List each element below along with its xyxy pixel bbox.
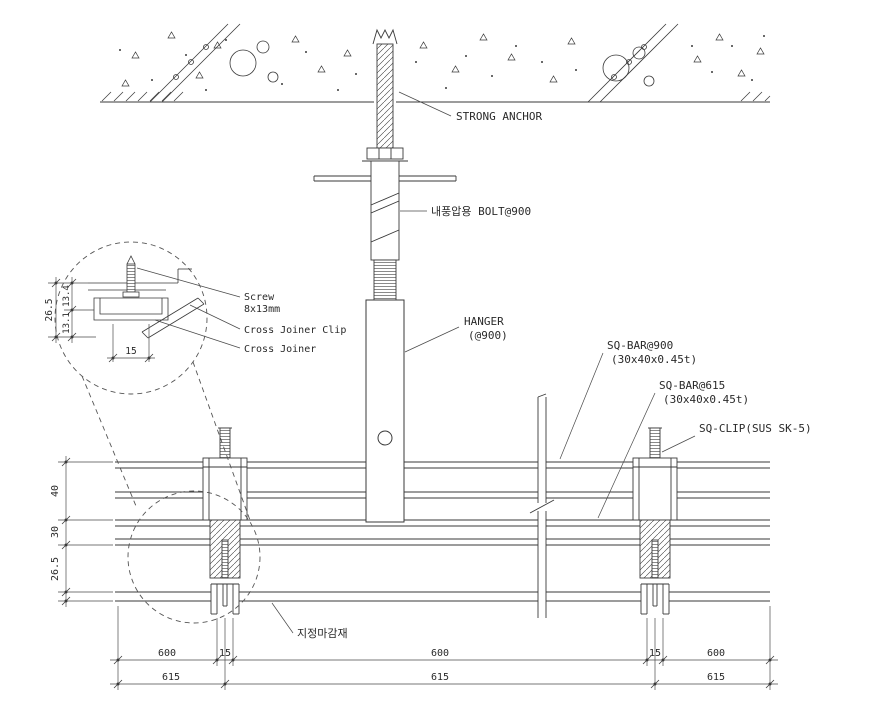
concrete-slab — [100, 23, 771, 103]
wind-pressure-bolt — [370, 160, 400, 301]
ceiling-finish-board — [115, 591, 770, 602]
panel-joint — [210, 583, 240, 615]
detail-screw-tip — [126, 255, 136, 265]
label-wind-bolt: 내풍압용 BOLT@900 — [431, 205, 531, 218]
callout-leaders — [271, 91, 696, 634]
label-hanger-1: HANGER — [464, 315, 504, 328]
slab-edge-hatch — [101, 91, 771, 102]
label-hanger-2: (@900) — [468, 329, 508, 342]
label-sq-bar-615-2: (30x40x0.45t) — [663, 393, 749, 406]
label-strong-anchor: STRONG ANCHOR — [456, 110, 542, 123]
slab-aggregate — [229, 40, 655, 87]
detail-joiner-clip — [141, 297, 199, 333]
label-finish-material: 지정마감재 — [297, 627, 348, 640]
sq-bar-615-elevation — [529, 393, 555, 618]
clip-center-screw — [221, 539, 229, 579]
left-dim-26-5: 26.5 — [50, 557, 61, 581]
slab-stipple-dots — [119, 35, 765, 91]
hanger-bracket — [365, 299, 405, 523]
strong-anchor-assembly — [362, 28, 408, 162]
detail-dim-width: 15 — [125, 346, 136, 357]
bottom-dim-15-1: 15 — [219, 648, 231, 659]
anchor-rod — [376, 43, 394, 149]
bottom-dim-615-2: 615 — [431, 672, 449, 683]
detail-label-screw-1: Screw — [244, 292, 275, 303]
label-sq-bar-615-1: SQ-BAR@615 — [659, 379, 725, 392]
slab-diagonal-joints — [149, 23, 679, 103]
detail-label-screw-2: 8x13mm — [244, 304, 280, 315]
bottom-dim-615-1: 615 — [162, 672, 180, 683]
anchor-head — [372, 28, 398, 45]
detail-circle-source — [127, 490, 261, 624]
detail-dim-upper: 13.4 — [62, 285, 72, 307]
label-sq-bar-900-2: (30x40x0.45t) — [611, 353, 697, 366]
detail-dimensions — [48, 277, 155, 363]
detail-leaders — [136, 267, 241, 349]
detail-label-cross-joiner-clip: Cross Joiner Clip — [244, 325, 346, 336]
detail-screw — [126, 263, 136, 293]
sq-clip-assembly — [202, 427, 248, 615]
bottom-dim-600-3: 600 — [707, 648, 725, 659]
hanger-hole — [377, 430, 393, 446]
slab-stipple-triangles — [121, 31, 765, 87]
label-sq-clip: SQ-CLIP(SUS SK-5) — [699, 422, 812, 435]
bottom-dim-15-2: 15 — [649, 648, 661, 659]
left-dimension-chain — [58, 456, 113, 607]
left-dim-40: 40 — [50, 485, 61, 497]
detail-callout-circles — [54, 241, 261, 624]
bottom-dimension-chains — [110, 606, 778, 690]
anchor-nut — [366, 147, 404, 160]
bolt-body — [370, 160, 400, 261]
detail-screw-head — [122, 291, 140, 298]
detail-cross-joiner — [93, 297, 169, 321]
detail-dim-lower: 13.1 — [62, 312, 72, 334]
detail-view — [88, 255, 205, 339]
left-dim-30: 30 — [50, 526, 61, 538]
bottom-dim-615-3: 615 — [707, 672, 725, 683]
bottom-dim-600-2: 600 — [431, 648, 449, 659]
sq-clip-assembly-right — [632, 427, 678, 615]
clip-screw — [219, 427, 231, 460]
break-mark — [529, 499, 555, 514]
bottom-dim-600-1: 600 — [158, 648, 176, 659]
detail-circle-enlarged — [54, 241, 208, 395]
detail-dim-total: 26.5 — [44, 299, 55, 322]
label-sq-bar-900-1: SQ-BAR@900 — [607, 339, 673, 352]
bolt-thread — [373, 259, 397, 301]
detail-label-cross-joiner: Cross Joiner — [244, 344, 316, 355]
